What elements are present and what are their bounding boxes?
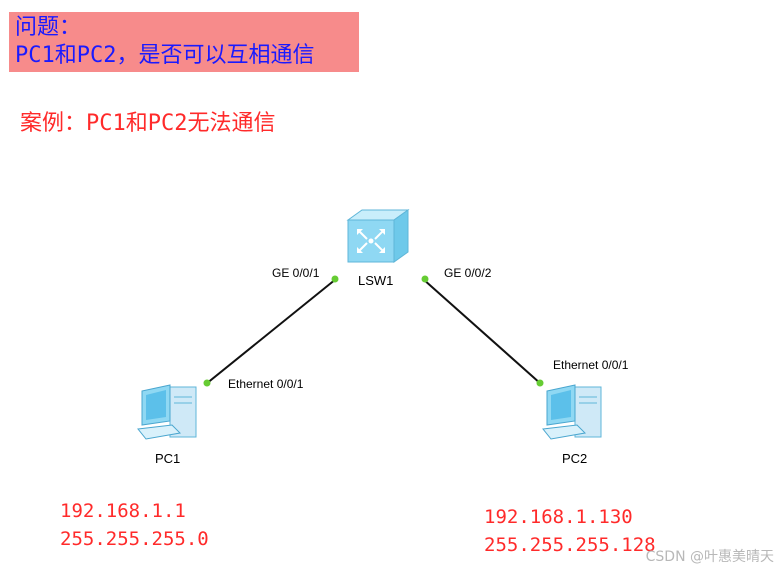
pc2-icon bbox=[542, 384, 602, 440]
watermark: CSDN @叶惠美晴天 bbox=[645, 549, 774, 565]
link-pc2-switch bbox=[422, 278, 542, 385]
switch-name: LSW1 bbox=[358, 273, 394, 288]
question-heading: 问题： bbox=[15, 15, 82, 40]
switch-port-left-label: GE 0/0/1 bbox=[272, 266, 320, 280]
pc2-name: PC2 bbox=[562, 451, 588, 466]
pc1-icon bbox=[137, 384, 197, 440]
switch-icon bbox=[346, 209, 410, 263]
pc1-mask: 255.255.255.0 bbox=[60, 528, 209, 550]
question-box: 问题： PC1和PC2，是否可以互相通信 bbox=[9, 12, 359, 72]
port-dot-ge002 bbox=[421, 275, 429, 283]
pc2-ip: 192.168.1.130 bbox=[484, 506, 633, 528]
case-title: 案例：PC1和PC2无法通信 bbox=[20, 111, 276, 136]
pc1-ip: 192.168.1.1 bbox=[60, 500, 186, 522]
pc2-port-label: Ethernet 0/0/1 bbox=[553, 358, 629, 372]
port-dot-ge001 bbox=[331, 275, 339, 283]
switch-port-right-label: GE 0/0/2 bbox=[444, 266, 492, 280]
question-text: PC1和PC2，是否可以互相通信 bbox=[15, 43, 315, 68]
port-dot-pc1 bbox=[203, 379, 211, 387]
port-dot-pc2 bbox=[536, 379, 544, 387]
pc1-name: PC1 bbox=[155, 451, 181, 466]
link-pc1-switch bbox=[205, 278, 337, 385]
pc2-mask: 255.255.255.128 bbox=[484, 534, 656, 556]
pc1-port-label: Ethernet 0/0/1 bbox=[228, 377, 304, 391]
